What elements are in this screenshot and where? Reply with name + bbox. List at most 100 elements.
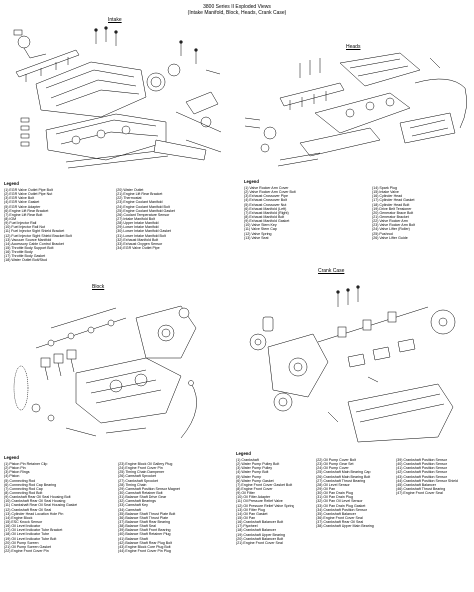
legend-item: (28) Oil Level Sensor [316,482,350,487]
legend-item: (37) Crankshaft Rear Oil Seal [316,520,364,525]
legend-item: (47) Engine Front Cover Seal [396,491,443,496]
legend-item: (22) Valve Rocker Arm [372,219,408,224]
block-legend: Legend (1) Piston Pin Retainer Clip (2) … [4,455,232,553]
legend-item: (29) Lower Intake Manifold [116,225,159,230]
legend-item: (24) Engine Coolant Manifold Bolt [116,204,170,209]
legend-item: (3) Piston Rings [4,470,30,475]
legend-item: (6) Water Pump Gasket [236,478,274,483]
legend-item: (20) Oil Pump Screen [4,540,39,545]
legend-item: (15) Oil Pan [236,515,256,520]
legend-item: (27) Intake Manifold Bolt [116,216,155,221]
block-legend-title: Legend [4,455,19,460]
legend-item: (8) IGM [4,216,17,221]
legend-item: (35) Balance Shaft Thrust Plate Bolt [118,511,176,516]
legend-item: (22) Thermostat [116,196,142,201]
flywheel [430,309,456,335]
legend-item: (25) Crankshaft Main Bearing Cap [316,470,371,475]
legend-item: (13) Cylinder Head Location Hole Pin [4,511,64,516]
legend-item: (25) Pushrod [372,231,393,236]
valve-rocker-arm-cover [339,52,421,87]
intake-bolts [94,26,221,75]
block-legend-col-1: (1) Piston Pin Retainer Clip (2) Piston … [4,462,77,553]
legend-item: (4) Exhaust Crossover Bolt [244,198,287,203]
section-label-heads: Heads [346,44,361,50]
cylinder-head [314,92,411,134]
legend-item: (7) Engine Lift Rear Bolt [4,212,43,217]
legend-item: (21) Engine Front Cover Seal [236,540,283,545]
legend-item: (10) Crankshaft Rear Oil Seal Housing [4,499,66,504]
legend-item: (26) Coolant Temperature Sensor [116,212,170,217]
balance-shaft [50,307,117,329]
legend-item: (6) Connecting Rod Cap Bearing [4,482,57,487]
legend-item: (31) Lower Intake Manifold Bolt [116,233,166,238]
legend-item: (33) Oil Pan Drain Plug Gasket [316,503,366,508]
legend-item: (10) Valve Stem Key [244,223,277,228]
engine-front-cover-crank [267,333,329,398]
legend-item: (23) Engine Coolant Manifold [116,200,163,205]
legend-item: (44) Engine Front Cover Pin Plug [118,548,171,553]
oil-filter [262,316,274,332]
legend-item: (21) Oil Pump Screen Gasket [4,544,51,549]
legend-item: (31) Balance Shaft Drive Gear [118,495,167,500]
crank-legend-col-3: (39) Crankshaft Position Sensor (40) Cra… [396,458,458,495]
legend-item: (10) Fuel Injector Rail Nut [4,225,45,230]
legend-item: (17) Cylinder Head Gasket [372,198,415,203]
legend-item: (13) Valve Seat [244,235,269,240]
legend-item: (9) Crankshaft Rear Oil Seal Housing Bol… [4,495,71,500]
legend-item: (17) Oil Level Indicator Tube Bracket [4,528,63,533]
legend-item: (8) Engine Front Cover [236,486,273,491]
legend-item: (33) Camshaft Key [118,503,148,508]
legend-item: (25) Engine Coolant Manifold Gasket [116,208,175,213]
timing-chain [13,365,29,411]
legend-item: (1) Valve Rocker Arm Cover [244,186,289,190]
engine-front-cover-block [135,305,197,359]
head-gasket [299,127,381,157]
legend-item: (12) Oil Pressure Relief Valve Spring [236,503,295,508]
water-pump-pulley [249,333,267,351]
legend-item: (11) Valve Stem Cap [244,227,277,232]
legend-item: (11) Crankshaft Rear Oil Seal Housing Ga… [4,503,78,508]
legend-item: (16) Crankshaft Balancer Bolt [236,520,284,525]
legend-item: (4) Water Pump Bolt [236,470,269,475]
legend-item: (8) Connecting Rod Bolt [4,490,43,495]
crankcase-bolts [327,285,379,423]
intake-legend-col-2: (20) Water Outlet (21) Engine Lift Rear … [116,188,175,250]
heads-exploded-diagram [244,52,467,167]
legend-item: (20) Crankshaft Balancer Bolt [236,536,284,541]
heads-legend-title: Legend [244,179,259,184]
legend-item: (3) EGR Valve Bolt [4,196,35,201]
intake-legend-col-1: (1) EGR Valve Outlet Pipe Bolt (2) EGR V… [4,188,72,263]
legend-item: (24) Oil Pump Cover [316,466,349,471]
section-label-crankcase: Crank Case [318,268,345,274]
legend-item: (18) Crankshaft Balancer [236,528,276,533]
legend-item: (8) Exhaust Manifold Bolt [244,214,285,219]
legend-item: (31) Oil Pan Drain Plug [316,495,353,500]
legend-item: (2) Valve Rocker Arm Cover Bolt [244,190,296,195]
legend-item: (2) Water Pump Pulley Bolt [236,462,280,467]
legend-item: (14) Oil Pan Gasket [236,511,268,516]
section-label-block: Block [92,284,105,290]
legend-item: (12) Crankshaft Rear Oil Seal [4,507,52,512]
legend-item: (43) Crankshaft Position Sensor [396,474,447,479]
exhaust-manifold [399,112,456,144]
legend-item: (42) Crankshaft Position Sensor [396,470,447,475]
intake-gaskets [20,117,169,169]
legend-item: (27) Crankshaft Sprocket [118,478,158,483]
crank-legend-col-1: (1) Crankshaft (2) Water Pump Pulley Bol… [236,458,294,545]
intake-legend-title: Legend [4,181,19,186]
legend-item: (19) Drive Belt Tensioner [372,206,412,211]
intake-legend: Legend (1) EGR Valve Outlet Pipe Bolt (2… [4,181,234,262]
legend-item: (3) Water Pump Pulley [236,466,273,471]
fuel-injector-rail [15,49,80,82]
legend-item: (29) Camshaft Position Sensor Magnet [118,486,180,491]
legend-item: (30) Camshaft Retainer Bolt [118,490,163,495]
main-bearing-caps [347,338,416,368]
legend-item: (19) Oil Level Indicator Tube Bolt [4,536,57,541]
block-legend-col-2: (23) Engine Block Oil Gallery Plug (24) … [118,462,180,553]
legend-item: (10) Oil Filter Adapter [236,495,271,500]
legend-item: (1) Crankshaft [236,458,259,462]
legend-item: (12) Valve Spring [244,231,272,236]
legend-item: (28) Timing Chain [118,482,147,487]
legend-item: (12) Fuel Injector Sight Shield Bracket … [4,233,72,238]
legend-item: (17) Flywheel [236,524,258,529]
